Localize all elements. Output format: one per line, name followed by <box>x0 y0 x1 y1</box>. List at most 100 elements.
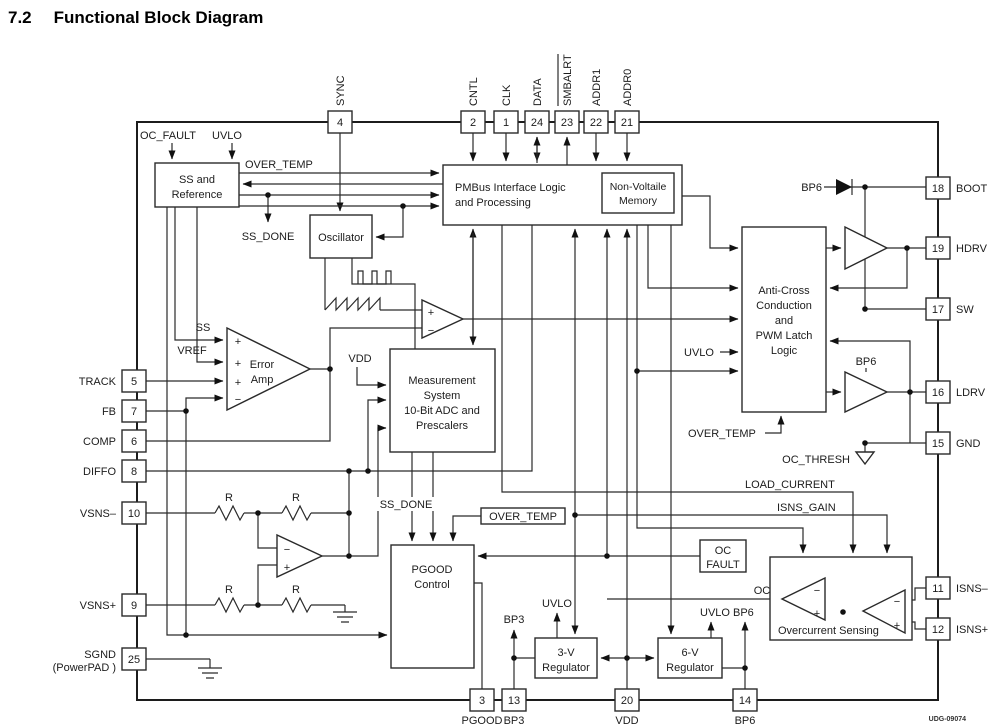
pin-boot-label: BOOT <box>956 183 987 195</box>
pin-vsns-minus-label: VSNS– <box>80 508 117 520</box>
bp3-reg3-label: BP3 <box>504 614 525 626</box>
measurement-line3: 10-Bit ADC and <box>404 405 480 417</box>
pin-smbalrt-number: 23 <box>561 117 573 129</box>
pin-pgood-number: 3 <box>479 695 485 707</box>
pin-vdd-number: 20 <box>621 695 633 707</box>
reg3-line1: 3-V <box>557 647 575 659</box>
oc-label: OC <box>754 585 771 597</box>
pin-comp <box>121 429 147 453</box>
error-amp-plus1: + <box>235 336 241 348</box>
pin-bp3 <box>501 688 527 712</box>
uvlo-anticross-label: UVLO <box>684 347 714 359</box>
pin-addr0 <box>614 110 640 134</box>
measurement-line4: Prescalers <box>416 420 468 432</box>
pin-addr0-label: ADDR0 <box>622 69 634 106</box>
resistor-label: R <box>225 584 233 596</box>
pin-vsns-plus-label: VSNS+ <box>80 600 116 612</box>
pin-pgood-label: PGOOD <box>462 715 503 727</box>
nvm-line1: Non-Voltaile <box>610 181 667 193</box>
pin-pgood <box>469 688 495 712</box>
uvlo-bp6-label: UVLO BP6 <box>700 607 754 619</box>
oc-fault-line1: OC <box>715 545 732 557</box>
pin-hdrv-label: HDRV <box>956 243 988 255</box>
pin-addr1-label: ADDR1 <box>591 69 603 106</box>
pin-isns-minus-label: ISNS– <box>956 583 989 595</box>
oc-comp-minus: − <box>814 585 820 597</box>
over-temp-anticross-label: OVER_TEMP <box>688 428 756 440</box>
diff-amp <box>276 533 324 579</box>
pin-boot <box>925 176 951 200</box>
error-amp-minus: − <box>235 394 241 406</box>
oc-fault-block <box>699 539 747 573</box>
pin-diffo-number: 8 <box>131 466 137 478</box>
pin-bp6 <box>732 688 758 712</box>
isns-amp-minus: − <box>894 596 900 608</box>
resistor-label: R <box>292 492 300 504</box>
pin-fb-label: FB <box>102 406 116 418</box>
3v-regulator-block <box>534 637 598 679</box>
oc-fault-signal-label: OC_FAULT <box>140 130 196 142</box>
pin-track-number: 5 <box>131 376 137 388</box>
isns-amp-plus: + <box>894 620 900 632</box>
ss-reference-line1: SS and <box>179 174 215 186</box>
ss-done-top-label: SS_DONE <box>242 231 295 243</box>
pin-addr1-number: 22 <box>590 117 602 129</box>
low-side-driver <box>844 370 889 414</box>
pin-bp6-label: BP6 <box>735 715 756 727</box>
pin-sgnd-label2: (PowerPAD ) <box>53 662 116 674</box>
anticross-line3: and <box>775 315 793 327</box>
pin-clk-label: CLK <box>501 84 513 106</box>
isns-gain-label: ISNS_GAIN <box>777 502 836 514</box>
pin-addr1 <box>583 110 609 134</box>
pin-bp3-number: 13 <box>508 695 520 707</box>
pin-data <box>524 110 550 134</box>
oscillator-block <box>309 214 373 259</box>
anticross-line1: Anti-Cross <box>758 285 810 297</box>
error-amp-line2: Amp <box>251 374 274 386</box>
over-temp-top-label: OVER_TEMP <box>245 159 313 171</box>
pin-isns-plus-number: 12 <box>932 624 944 636</box>
error-amp-line1: Error <box>250 359 275 371</box>
6v-regulator-block <box>657 637 723 679</box>
label-mask <box>372 497 442 511</box>
drawing-id: UDG-09074 <box>929 716 966 723</box>
error-amp-plus2: + <box>235 358 241 370</box>
pgood-control-block <box>390 544 475 669</box>
pin-isns-minus-number: 11 <box>932 583 943 595</box>
pin-ldrv <box>925 380 951 404</box>
anticross-line5: Logic <box>771 345 798 357</box>
bp6-boot-label: BP6 <box>801 182 822 194</box>
pin-data-number: 24 <box>531 117 543 129</box>
pin-ldrv-number: 16 <box>932 387 944 399</box>
isns-amp <box>861 588 906 635</box>
pin-vdd-label: VDD <box>615 715 638 727</box>
oc-thresh-label: OC_THRESH <box>782 454 850 466</box>
pin-bp6-number: 14 <box>739 695 751 707</box>
pin-vsns-minus <box>121 501 147 525</box>
pin-clk-number: 1 <box>503 117 509 129</box>
resistor-label: R <box>225 492 233 504</box>
pwm-comparator <box>421 298 465 340</box>
ss-label: SS <box>196 322 211 334</box>
pin-comp-label: COMP <box>83 436 116 448</box>
overcurrent-label: Overcurrent Sensing <box>778 625 879 637</box>
pwm-comp-minus: − <box>428 325 434 337</box>
measurement-line2: System <box>424 390 461 402</box>
error-amp-plus3: + <box>235 377 241 389</box>
pin-smbalrt <box>554 110 580 134</box>
measurement-line1: Measurement <box>408 375 475 387</box>
pin-sync-label: SYNC <box>335 75 347 106</box>
load-current-label: LOAD_CURRENT <box>745 479 835 491</box>
vdd-ms-label: VDD <box>348 353 371 365</box>
nvm-line2: Memory <box>619 195 658 207</box>
reg6-line1: 6-V <box>681 647 699 659</box>
pin-vdd <box>614 688 640 712</box>
pin-fb-number: 7 <box>131 406 137 418</box>
section-title: Functional Block Diagram <box>53 8 264 27</box>
oc-fault-line2: FAULT <box>706 559 740 571</box>
anticross-line4: PWM Latch <box>756 330 813 342</box>
ss-done-pgood-label: SS_DONE <box>380 499 433 511</box>
